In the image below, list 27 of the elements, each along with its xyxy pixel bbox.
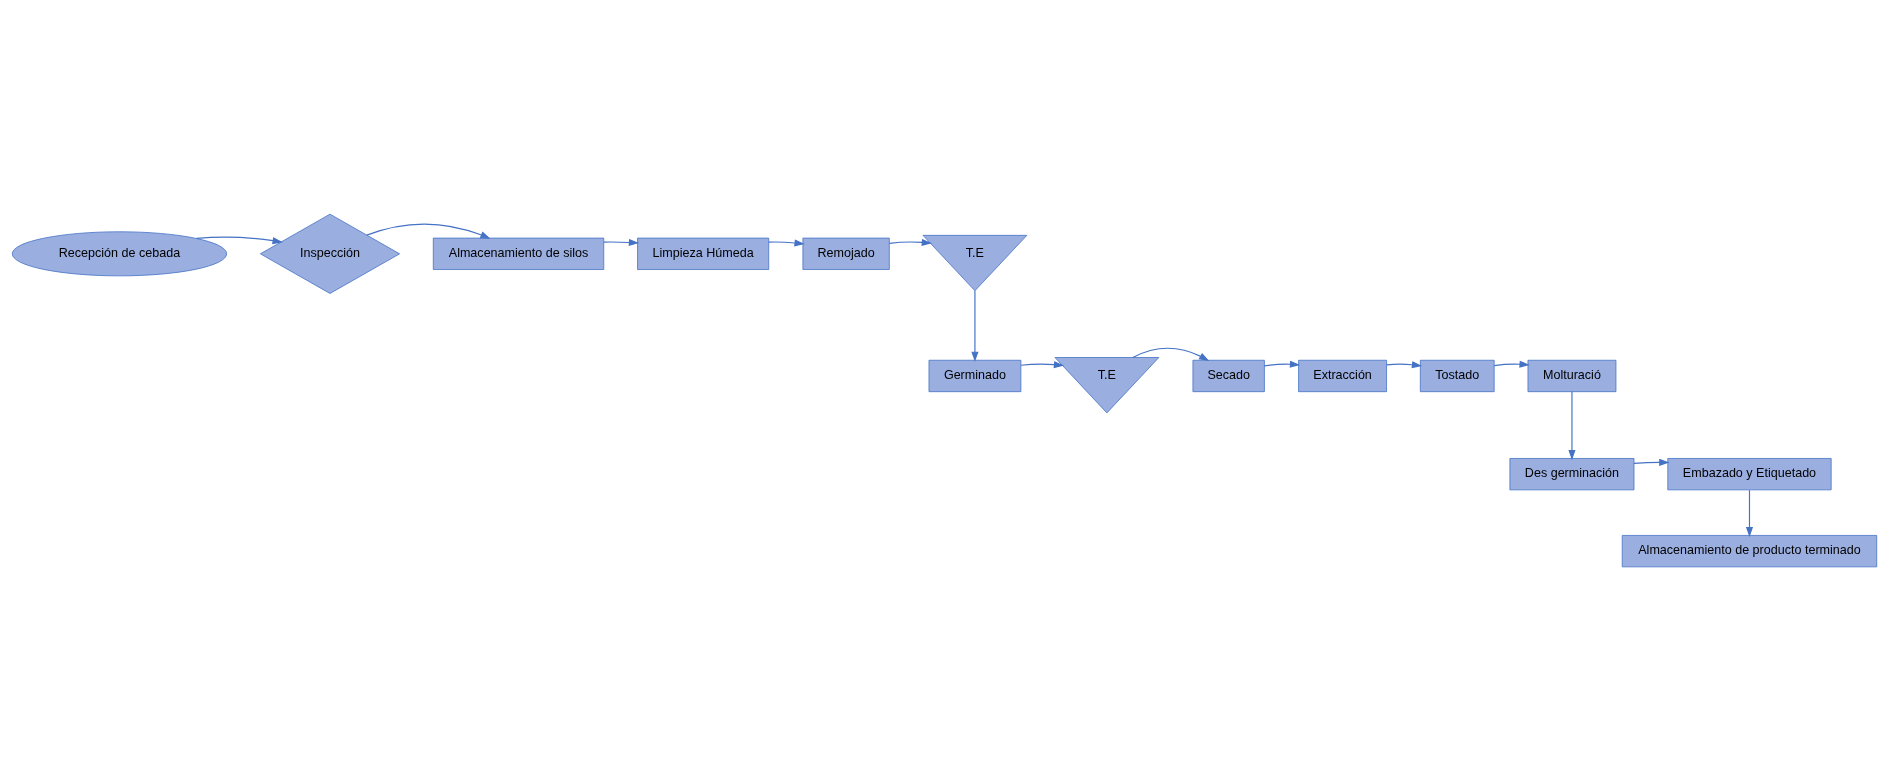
- node-box: Secado: [1192, 359, 1265, 393]
- node-diamond: Inspección: [259, 213, 400, 294]
- arrow: [971, 290, 979, 362]
- arrow: [1568, 391, 1576, 461]
- node-box: Almacenamiento de silos: [432, 237, 605, 270]
- arrow: [888, 238, 932, 246]
- arrow: [1386, 361, 1423, 369]
- node-box: Limpieza Húmeda: [637, 237, 770, 270]
- node-box: Tostado: [1419, 359, 1495, 393]
- arrow: [1745, 489, 1754, 538]
- node-box: Almacenamiento de producto terminado: [1621, 535, 1878, 568]
- arrow: [1132, 347, 1210, 362]
- node-box: Molturació: [1527, 359, 1617, 393]
- node-ellipse: Recepción de cebada: [11, 231, 228, 277]
- node-box: Extracción: [1298, 359, 1387, 393]
- arrow: [195, 236, 283, 245]
- arrow: [366, 223, 491, 239]
- node-box: Des germinación: [1509, 458, 1635, 491]
- arrow: [1633, 458, 1670, 466]
- node-box: Embazado y Etiquetado: [1667, 458, 1832, 491]
- node-box: Remojado: [802, 237, 890, 270]
- arrow: [1493, 360, 1530, 368]
- arrow: [1020, 361, 1065, 369]
- arrow: [603, 238, 640, 247]
- node-box: Germinado: [928, 359, 1022, 393]
- arrow: [768, 239, 805, 247]
- arrow: [1263, 360, 1301, 368]
